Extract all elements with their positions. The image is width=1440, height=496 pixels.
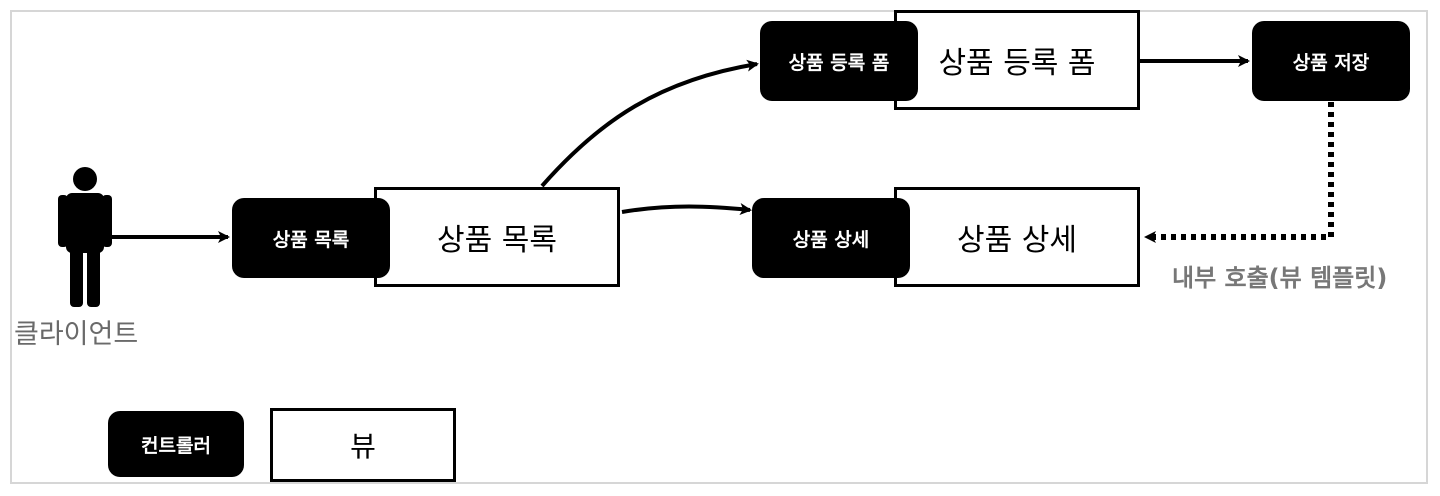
controller-product-detail: 상품 상세: [752, 198, 910, 278]
client-person-icon: [58, 167, 112, 307]
controller-product-form: 상품 등록 폼: [760, 21, 918, 101]
diagram-frame: [10, 10, 1428, 484]
view-product-form: 상품 등록 폼: [894, 10, 1140, 110]
arrow-save-to-detail-internal: [1144, 102, 1334, 243]
arrow-list-to-detail: [621, 203, 752, 215]
legend-controller: 컨트롤러: [108, 411, 244, 477]
client-label: 클라이언트: [14, 319, 139, 350]
view-product-list: 상품 목록: [374, 187, 620, 287]
internal-call-label: 내부 호출(뷰 템플릿): [1172, 264, 1388, 292]
view-product-detail: 상품 상세: [894, 187, 1140, 287]
arrow-list-to-form: [540, 59, 759, 188]
controller-product-list: 상품 목록: [232, 198, 390, 278]
controller-product-save: 상품 저장: [1252, 21, 1410, 101]
legend-view: 뷰: [270, 408, 456, 482]
